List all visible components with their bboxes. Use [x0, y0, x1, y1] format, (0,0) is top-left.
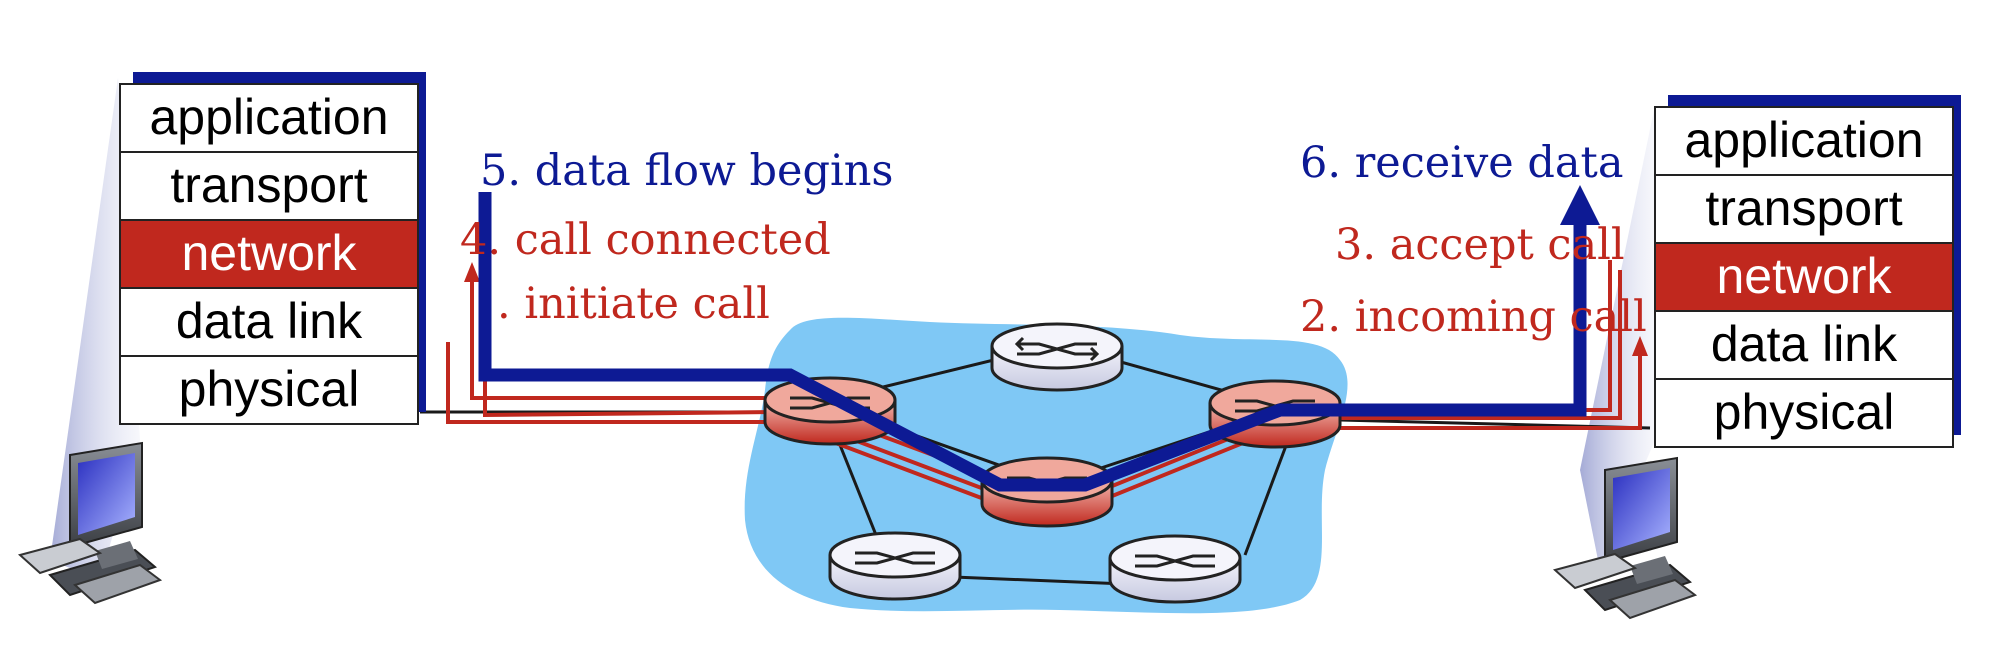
- step-5-label: 5. data flow begins: [480, 146, 894, 196]
- step-2-label: 2. incoming call: [1300, 292, 1647, 342]
- router-icon: [855, 551, 935, 565]
- right-layer-application: application: [1684, 112, 1923, 168]
- left-layer-box: [119, 355, 419, 425]
- router-icon: [1014, 336, 1100, 362]
- left-layer-data-link: data link: [176, 293, 363, 349]
- router-left-active: [763, 376, 897, 446]
- left-layer-transport: transport: [170, 157, 367, 213]
- router-top: [990, 322, 1124, 392]
- right-host-beam: [1580, 105, 1655, 570]
- left-protocol-stack: application transport network data link phys…: [119, 72, 426, 425]
- step-1-label: . initiate call: [497, 279, 770, 329]
- router-middle-active: [980, 456, 1114, 528]
- router-bottom-left: [828, 531, 962, 601]
- right-layer-network: network: [1716, 248, 1892, 304]
- right-layer-physical: physical: [1714, 384, 1895, 440]
- right-host-computer-icon: [1552, 456, 1698, 620]
- left-layer-network: network: [181, 225, 357, 281]
- left-layer-box: [119, 219, 419, 289]
- left-layer-box: [119, 151, 419, 221]
- data-flow-path: [478, 192, 1587, 492]
- right-layer-box: [1654, 378, 1954, 448]
- right-layer-box: [1654, 310, 1954, 380]
- left-layer-box: [119, 83, 419, 153]
- incoming-call-arrowhead: [1632, 336, 1648, 356]
- right-protocol-stack: application transport network data link phys…: [1654, 95, 1961, 448]
- right-layer-box: [1654, 174, 1954, 244]
- left-layer-physical: physical: [179, 361, 360, 417]
- right-layer-data-link: data link: [1711, 316, 1898, 372]
- step-3-label: 3. accept call: [1335, 220, 1625, 270]
- step-4-label: 4. call connected: [460, 215, 831, 265]
- right-layer-box: [1654, 106, 1954, 176]
- step-6-label: 6. receive data: [1300, 138, 1623, 188]
- router-bottom-right: [1108, 534, 1242, 604]
- receive-data-arrowhead: [1560, 185, 1600, 225]
- left-host-computer-icon: [17, 441, 163, 605]
- right-layer-transport: transport: [1705, 180, 1902, 236]
- left-layer-application: application: [149, 89, 388, 145]
- call-connected-arrowhead: [464, 262, 480, 282]
- left-layer-box: [119, 287, 419, 357]
- router-icon: [1135, 554, 1215, 568]
- right-layer-box: [1654, 242, 1954, 312]
